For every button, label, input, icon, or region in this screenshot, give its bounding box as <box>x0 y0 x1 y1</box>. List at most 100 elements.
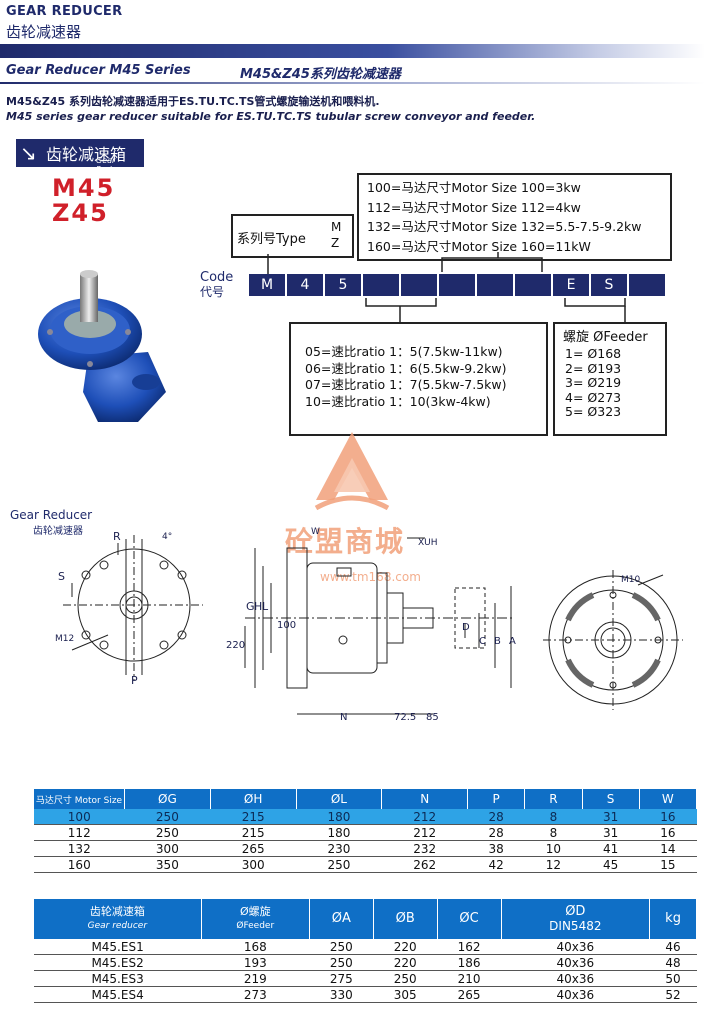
motor-size-line: 132=马达尺寸Motor Size 132=5.5-7.5-9.2kw <box>367 219 642 234</box>
feeder-title: 螺旋 ØFeeder <box>563 330 648 345</box>
table-cell: 230 <box>296 840 382 857</box>
table-cell: 180 <box>296 809 382 825</box>
dim-b: B <box>494 636 501 647</box>
watermark-text: 砼盟商城 <box>285 525 406 558</box>
page-title-cn: 齿轮减速器 <box>6 23 82 41</box>
type-box: 系列号Type M Z <box>231 214 354 258</box>
table-header-cell: R <box>524 789 583 809</box>
table-cell: 40x36 <box>501 954 650 971</box>
table-cell: 12 <box>524 856 582 873</box>
motor-size-box: 100=马达尺寸Motor Size 100=3kw 112=马达尺寸Motor… <box>357 173 672 261</box>
watermark-url: www.tm168.com <box>320 570 421 584</box>
code-cell <box>477 274 513 296</box>
series-title-en: Gear Reducer M45 Series <box>6 63 191 78</box>
table-cell: 40x36 <box>501 970 650 987</box>
side-view <box>244 537 515 715</box>
table-cell: 132 <box>34 840 125 857</box>
table-cell: 46 <box>649 939 697 955</box>
table-cell: 250 <box>309 954 374 971</box>
table-cell: 300 <box>124 840 211 857</box>
series-title-cn: M45&Z45系列齿轮减速器 <box>240 67 401 82</box>
dim-220: 220 <box>226 640 246 651</box>
table-header-cell: ØA <box>309 899 374 939</box>
code-connectors <box>267 252 626 322</box>
section-label: ↘ 齿轮减速箱 Gear Reducer <box>16 139 144 174</box>
dim-s: S <box>58 570 65 583</box>
table-cell: 210 <box>437 970 501 987</box>
drawing-title-en: Gear Reducer <box>10 508 93 522</box>
ratio-line: 07=速比ratio 1：7(5.5kw-7.5kw) <box>305 377 507 392</box>
table-header-cell: W <box>639 789 698 809</box>
table-cell: 8 <box>524 809 582 825</box>
watermark-logo <box>314 432 390 511</box>
table-cell: 14 <box>639 840 697 857</box>
dim-r: R <box>113 530 121 543</box>
dim-g: G <box>246 600 255 613</box>
dim-w: W <box>311 527 320 537</box>
feeder-line: 3= Ø219 <box>565 375 622 390</box>
section-label-en: Gear Reducer <box>96 156 130 174</box>
table-cell: 273 <box>201 986 310 1003</box>
feeder-box: 螺旋 ØFeeder 1= Ø168 2= Ø193 3= Ø219 4= Ø2… <box>553 322 667 436</box>
feeder-line: 1= Ø168 <box>565 346 622 361</box>
table-cell: 41 <box>582 840 640 857</box>
table-cell: 112 <box>34 824 125 841</box>
code-cell <box>629 274 665 296</box>
table-cell: 38 <box>467 840 525 857</box>
table-cell: 16 <box>639 824 697 841</box>
table-cell: 16 <box>639 809 697 825</box>
table-cell: M45.ES3 <box>34 970 202 987</box>
drawing-title-cn: 齿轮减速器 <box>33 526 83 537</box>
header-bar <box>0 44 705 58</box>
code-cell: S <box>591 274 627 296</box>
table-cell: 52 <box>649 986 697 1003</box>
model-m45: M45 <box>52 174 116 202</box>
code-cell: E <box>553 274 589 296</box>
code-cell: 5 <box>325 274 361 296</box>
table-cell: 40x36 <box>501 986 650 1003</box>
dim-100: 100 <box>277 620 297 631</box>
table-cell: 212 <box>381 809 468 825</box>
table-header-cell: kg <box>649 899 697 939</box>
code-cell <box>439 274 475 296</box>
feeder-line: 5= Ø323 <box>565 404 622 419</box>
table-cell: M45.ES4 <box>34 986 202 1003</box>
code-cell <box>515 274 551 296</box>
code-cell <box>363 274 399 296</box>
code-label-cn: 代号 <box>200 285 225 299</box>
table-cell: 250 <box>296 856 382 873</box>
type-option: M <box>331 220 342 234</box>
table-cell: 262 <box>381 856 468 873</box>
table-cell: 220 <box>373 939 438 955</box>
dim-xuh: XUH <box>418 538 438 548</box>
section-label-cn: 齿轮减速箱 <box>46 145 127 164</box>
motor-size-line: 100=马达尺寸Motor Size 100=3kw <box>367 180 581 195</box>
table-cell: 162 <box>437 939 501 955</box>
table-cell: 8 <box>524 824 582 841</box>
table-cell: 45 <box>582 856 640 873</box>
table-cell: 220 <box>373 954 438 971</box>
table-cell: 31 <box>582 809 640 825</box>
ratio-line: 06=速比ratio 1：6(5.5kw-9.2kw) <box>305 360 507 376</box>
table-cell: 168 <box>201 939 310 955</box>
table-header-cell: ØH <box>210 789 297 809</box>
dim-a: A <box>509 636 516 647</box>
model-z45: Z45 <box>52 199 109 227</box>
feeder-line: 2= Ø193 <box>565 360 622 376</box>
table-cell: 250 <box>373 970 438 987</box>
table-cell: 215 <box>210 809 297 825</box>
table-header-cell: 马达尺寸 Motor Size <box>34 789 125 809</box>
table-cell: 305 <box>373 986 438 1003</box>
